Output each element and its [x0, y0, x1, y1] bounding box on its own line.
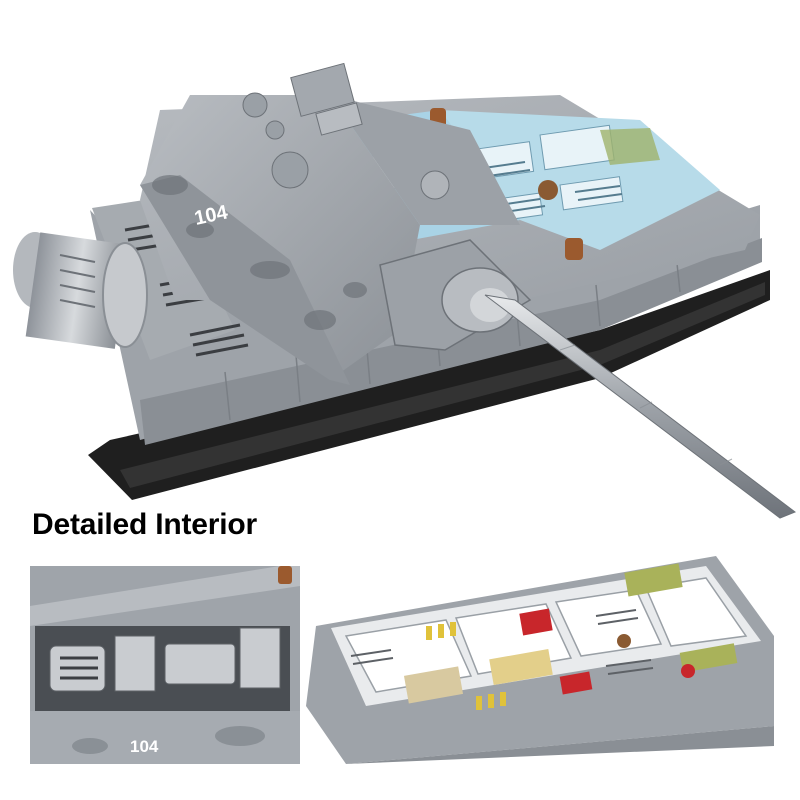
main-gun-barrel: [484, 294, 797, 519]
track-shadow: [120, 282, 765, 488]
interior-tan-part: [489, 648, 553, 686]
interior-tan-part: [403, 666, 464, 704]
turret: [140, 62, 520, 385]
detail-photo-left: 104: [30, 566, 300, 764]
interior-red-part: [559, 671, 593, 695]
interior-olive-part: [624, 563, 683, 597]
interior-red-part: [519, 608, 553, 636]
caption-detailed-interior: Detailed Interior: [32, 508, 257, 541]
main-tank-image: 104: [13, 62, 797, 519]
detail-hull-number: 104: [130, 737, 159, 756]
brown-accent: [565, 238, 583, 260]
gun-mantlet: [379, 239, 532, 351]
rear-cylinder: [13, 232, 148, 349]
detail-photo-right: [306, 556, 774, 764]
interior-olive-part: [679, 643, 738, 673]
